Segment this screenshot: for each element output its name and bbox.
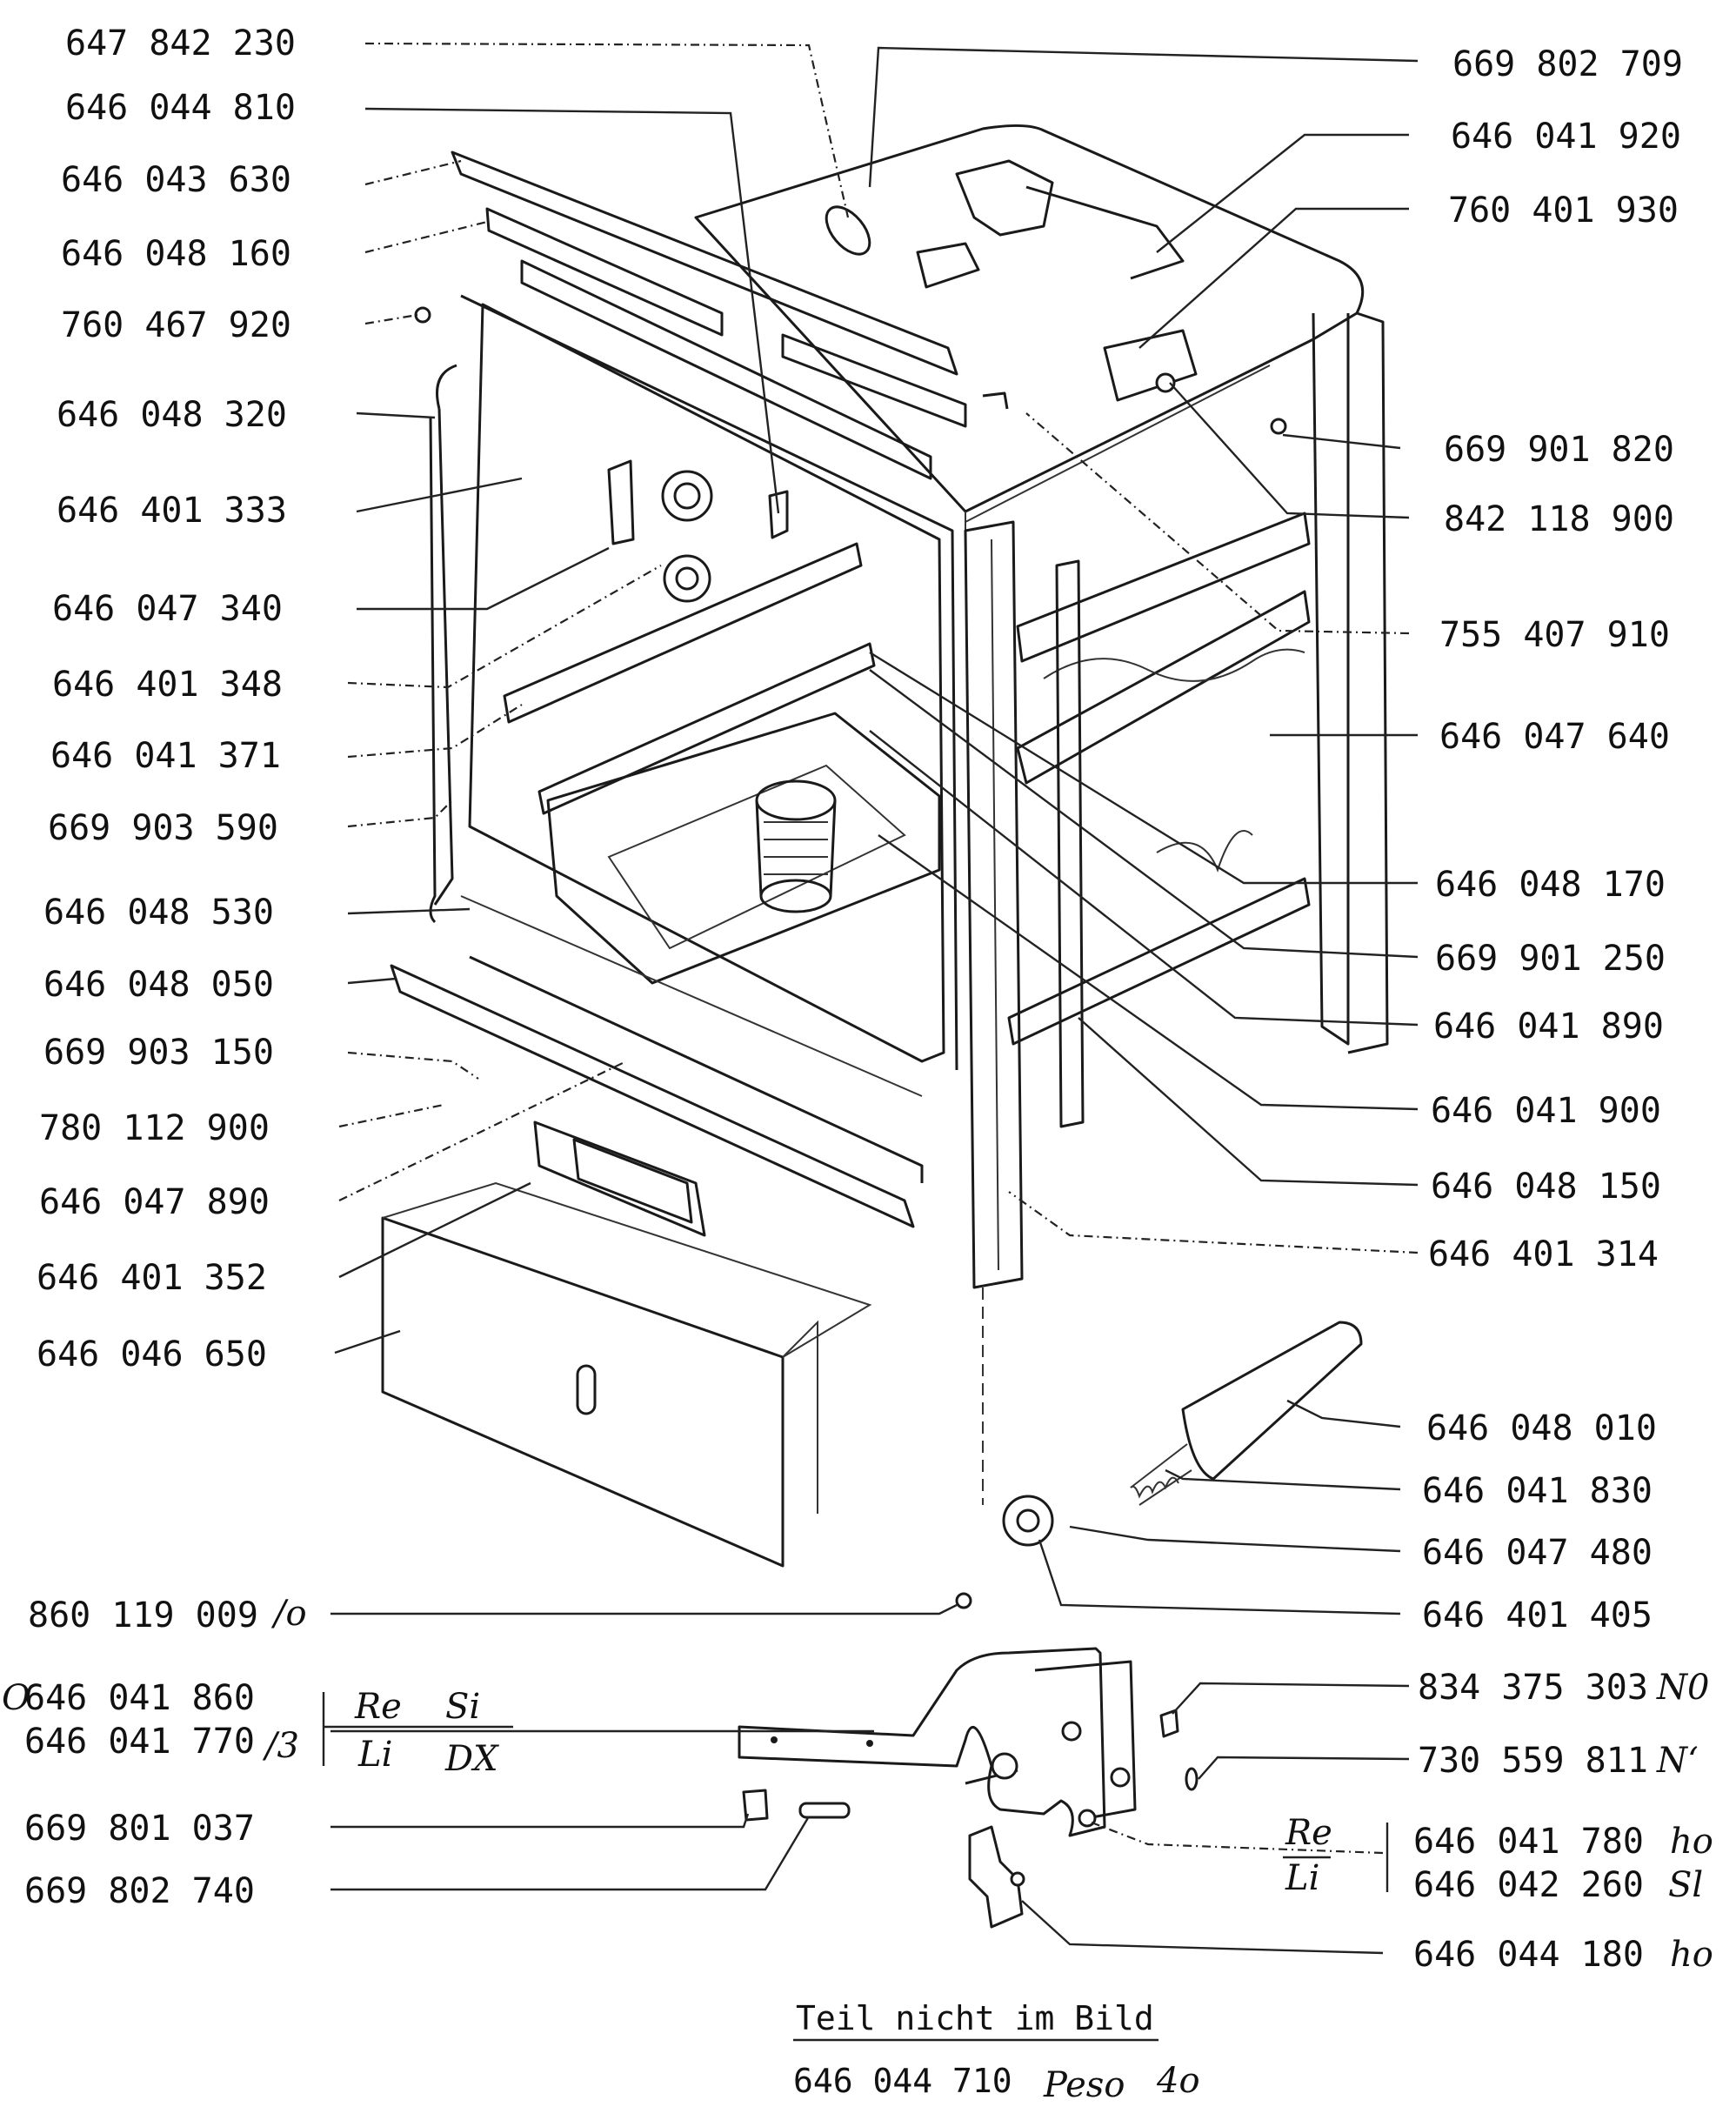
part-label: 646 048 050 <box>43 965 274 1005</box>
handwritten-mark: ho <box>1670 1935 1713 1975</box>
part-label: 646 041 780 <box>1413 1822 1644 1862</box>
part-label: 646 041 890 <box>1433 1007 1664 1047</box>
part-label: 646 401 333 <box>57 491 287 531</box>
side-mark: Si <box>445 1687 480 1727</box>
part-label: 646 401 352 <box>37 1258 267 1298</box>
part-label: 669 903 590 <box>48 808 278 848</box>
note-weight-value: 4o <box>1156 2061 1200 2101</box>
part-label: 646 047 890 <box>39 1182 270 1222</box>
note-weight-label: Peso <box>1043 2065 1125 2105</box>
part-label: 842 118 900 <box>1444 499 1674 539</box>
side-mark: DX <box>444 1739 499 1779</box>
handwritten-mark: ho <box>1670 1822 1713 1862</box>
part-label: 669 802 740 <box>24 1871 255 1911</box>
left-labels: 647 842 230 646 044 810 646 043 630 646 … <box>2 23 307 1911</box>
side-mark: Li <box>357 1735 392 1775</box>
part-label: 646 041 830 <box>1422 1471 1653 1511</box>
right-side-marks: Re Li <box>1283 1813 1389 1898</box>
part-label: 646 041 371 <box>50 736 281 776</box>
right-labels: 669 802 709 646 041 920 760 401 930 669 … <box>1413 44 1713 1975</box>
part-label: 646 047 340 <box>52 589 283 629</box>
part-label: 646 048 530 <box>43 893 274 933</box>
part-label: 646 048 160 <box>61 234 291 274</box>
part-label: 780 112 900 <box>39 1108 270 1148</box>
part-label: 755 407 910 <box>1439 615 1670 655</box>
leader-lines <box>331 42 1419 1955</box>
part-label: 646 401 405 <box>1422 1595 1653 1635</box>
part-label: 646 041 860 <box>24 1678 255 1718</box>
part-label: 669 901 250 <box>1435 939 1666 979</box>
part-label: 730 559 811 <box>1418 1741 1648 1781</box>
note-block: Teil nicht im Bild 646 044 710 Peso 4o <box>793 1999 1200 2105</box>
note-part-number: 646 044 710 <box>793 2062 1012 2100</box>
part-label: 669 901 820 <box>1444 430 1674 470</box>
handwritten-mark: N0 <box>1656 1668 1709 1708</box>
handwritten-mark: /o <box>270 1594 307 1634</box>
part-label: 669 801 037 <box>24 1809 255 1849</box>
left-side-marks: Re Si Li DX <box>322 1687 513 1779</box>
note-title: Teil nicht im Bild <box>796 1999 1154 2037</box>
side-mark: Re <box>1285 1813 1332 1853</box>
part-label: 646 047 640 <box>1439 717 1670 757</box>
part-label: 669 903 150 <box>43 1033 274 1073</box>
part-label: 646 041 920 <box>1451 117 1681 157</box>
part-label: 646 046 650 <box>37 1334 267 1375</box>
part-label: 760 401 930 <box>1448 191 1679 231</box>
part-label: 834 375 303 <box>1418 1668 1648 1708</box>
part-label: 646 048 150 <box>1431 1167 1661 1207</box>
part-label: 646 047 480 <box>1422 1533 1653 1573</box>
part-label: 647 842 230 <box>65 23 296 64</box>
part-label: 646 041 900 <box>1431 1091 1661 1131</box>
part-label: 860 119 009 <box>28 1595 258 1635</box>
part-label: 646 041 770 <box>24 1722 255 1762</box>
handwritten-mark: Sl <box>1668 1865 1703 1905</box>
part-label: 646 401 314 <box>1428 1234 1659 1274</box>
handwritten-mark: Nʻ <box>1656 1741 1699 1781</box>
handwritten-mark: /3 <box>262 1726 299 1766</box>
part-label: 646 044 810 <box>65 88 296 128</box>
part-label: 646 043 630 <box>61 160 291 200</box>
part-label: 646 048 170 <box>1435 865 1666 905</box>
part-label: 760 467 920 <box>61 305 291 345</box>
part-label: 646 048 320 <box>57 395 287 435</box>
handwritten-mark: O <box>2 1678 30 1718</box>
side-mark: Li <box>1285 1858 1319 1898</box>
part-label: 646 048 010 <box>1426 1408 1657 1448</box>
cabinet-drawing <box>381 124 1389 1929</box>
part-label: 646 042 260 <box>1413 1865 1644 1905</box>
part-label: 646 044 180 <box>1413 1935 1644 1975</box>
part-label: 669 802 709 <box>1452 44 1683 84</box>
side-mark: Re <box>354 1687 402 1727</box>
part-label: 646 401 348 <box>52 665 283 705</box>
